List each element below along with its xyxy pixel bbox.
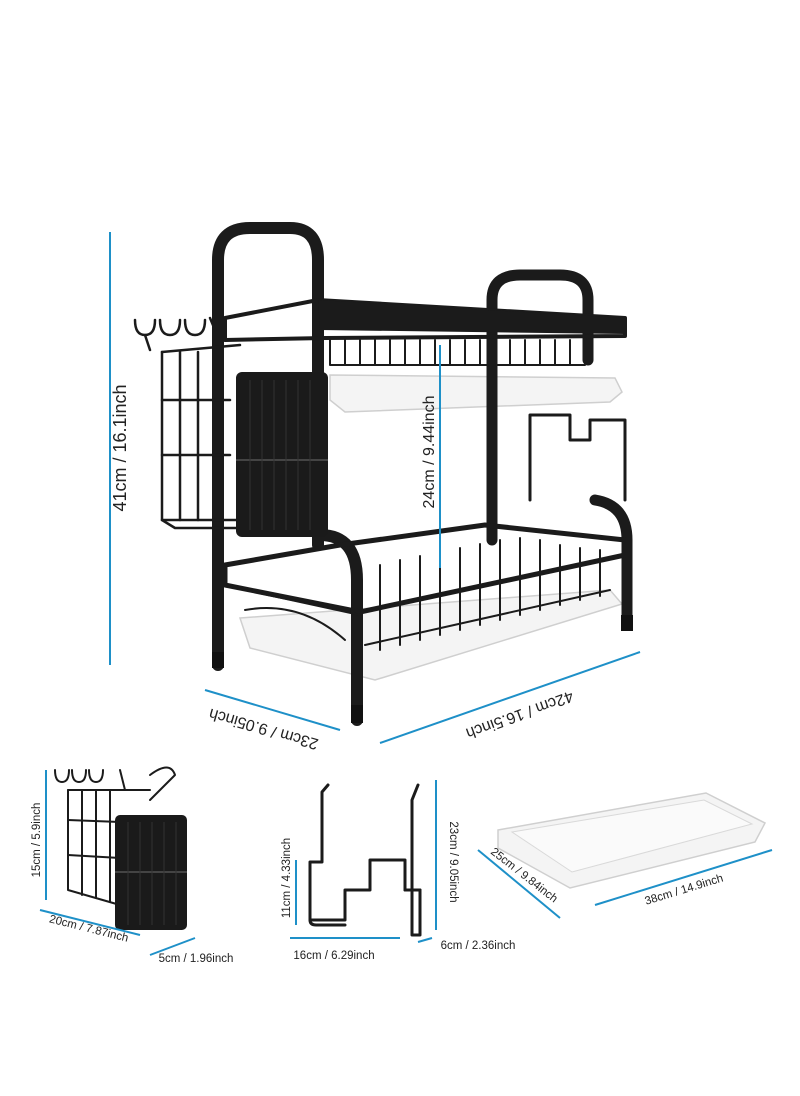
drip-tray-image <box>497 792 767 889</box>
utensil-cup-ribs <box>249 380 311 530</box>
board-holder-base-height-dimension: 11cm / 4.33inch <box>281 838 297 925</box>
foot-3 <box>621 615 633 631</box>
foot-1 <box>212 652 224 668</box>
back-right-post <box>486 269 594 546</box>
board-holder-base-height-label: 11cm / 4.33inch <box>281 838 293 918</box>
main-height-dimension: 41cm / 16.1inch <box>109 232 130 665</box>
board-holder-wire <box>308 783 422 937</box>
main-tier-gap-label: 24cm / 9.44inch <box>421 396 438 509</box>
upper-shelf-wires <box>329 337 586 366</box>
utensil-holder-depth-label: 5cm / 1.96inch <box>159 953 234 965</box>
foot-2 <box>351 705 363 723</box>
utensil-holder-cup-ribs <box>127 822 177 925</box>
board-holder-height-dimension: 23cm / 9.05inch <box>435 780 459 930</box>
board-holder-depth-dimension: 6cm / 2.36inch <box>417 937 516 952</box>
mounted-board-holder <box>528 413 627 502</box>
utensil-holder-depth-dimension: 5cm / 1.96inch <box>149 937 234 965</box>
front-left-post <box>212 222 324 671</box>
main-depth-dimension: 23cm / 9.05inch <box>204 689 341 752</box>
front-right-leg <box>314 529 363 726</box>
utensil-holder-height-label: 15cm / 5.9inch <box>31 803 43 878</box>
lower-shelf-frame <box>222 522 628 615</box>
board-holder-height-label: 23cm / 9.05inch <box>447 821 459 902</box>
board-holder-width-dimension: 16cm / 6.29inch <box>290 937 400 962</box>
main-upper-drip-tray <box>329 374 623 413</box>
main-lower-drip-tray <box>238 589 624 681</box>
cutting-board-holder-image <box>308 783 422 937</box>
utensil-holder-height-dimension: 15cm / 5.9inch <box>31 770 47 900</box>
main-depth-label: 23cm / 9.05inch <box>207 705 320 752</box>
main-dish-rack-image <box>133 222 633 726</box>
board-holder-base <box>308 888 422 927</box>
utensil-holder-wire-frame <box>54 766 176 906</box>
side-utensil-basket <box>133 316 242 530</box>
main-tier-gap-dimension: 24cm / 9.44inch <box>421 345 441 568</box>
main-height-label: 41cm / 16.1inch <box>110 384 130 511</box>
board-holder-depth-label: 6cm / 2.36inch <box>441 940 516 952</box>
utensil-cup <box>236 372 328 537</box>
upper-shelf-top <box>318 300 625 334</box>
board-holder-width-label: 16cm / 6.29inch <box>293 950 374 962</box>
drip-tray-inner <box>510 799 754 873</box>
utensil-holder-image <box>54 766 187 930</box>
